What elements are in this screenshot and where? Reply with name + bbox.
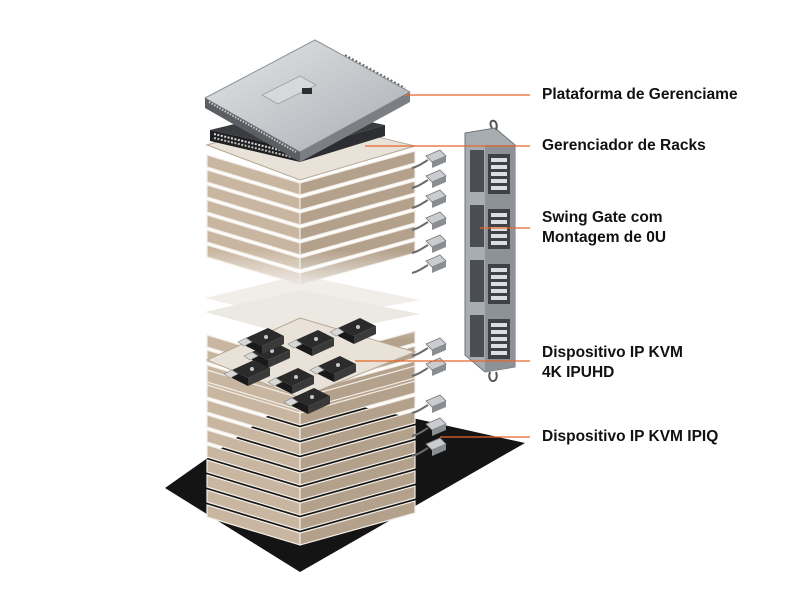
fade-stripes — [205, 275, 420, 338]
gate-port-block — [470, 260, 510, 304]
kvm-box — [287, 330, 334, 356]
rack-slab — [206, 195, 416, 241]
rack-slab — [206, 410, 416, 456]
rack-slab — [206, 455, 416, 501]
rack-slab — [206, 470, 416, 516]
dongle-connector — [411, 234, 447, 254]
kvm-box — [329, 318, 376, 344]
callout-rack-manager-text: Gerenciador de Racks — [542, 137, 706, 154]
rack-slab — [206, 440, 416, 486]
rack-slab — [206, 425, 416, 471]
callout-ip-kvm-4k: Dispositivo IP KVM 4K IPUHD — [542, 343, 683, 383]
dongle-connector — [411, 169, 447, 189]
callout-management-platform: Plataforma de Gerenciame — [542, 85, 738, 105]
kvm-box — [243, 342, 290, 368]
callout-swing-gate: Swing Gate com Montagem de 0U — [542, 208, 666, 248]
rack-slab — [206, 395, 416, 441]
dongle-connector — [411, 337, 447, 357]
kvm-box — [267, 368, 314, 394]
dongle-connector — [411, 189, 447, 209]
dongle-connector — [411, 254, 447, 274]
kvm-box — [309, 356, 356, 382]
callout-ip-kvm-ipiq: Dispositivo IP KVM IPIQ — [542, 427, 718, 447]
rack-slab — [206, 150, 416, 196]
rack-slab — [206, 165, 416, 211]
rack-slab — [206, 485, 416, 531]
callout-rack-manager: Gerenciador de Racks — [542, 136, 706, 156]
callout-management-platform-text: Plataforma de Gerenciame — [542, 86, 738, 103]
gate-port-block — [470, 315, 510, 359]
kvm-4k-devices — [223, 318, 376, 414]
callout-swing-gate-line2: Montagem de 0U — [542, 229, 667, 246]
rack-slab — [206, 500, 416, 546]
leader-lines — [355, 94, 530, 438]
swing-gate-panel — [464, 119, 516, 382]
dongle-connector — [411, 149, 447, 169]
gate-port-block — [470, 150, 510, 194]
gate-port-block — [470, 205, 510, 249]
kvm-box — [283, 388, 330, 414]
dongle-connector — [411, 211, 447, 231]
callout-swing-gate-line1: Swing Gate com — [542, 209, 663, 226]
rack-slab — [206, 180, 416, 226]
rack-slab — [206, 380, 416, 426]
management-platform-device — [203, 39, 412, 162]
dongle-connector — [411, 394, 447, 414]
kvm-box — [237, 328, 284, 354]
kvm-box — [223, 360, 270, 386]
callout-ip-kvm-ipiq-text: Dispositivo IP KVM IPIQ — [542, 428, 719, 445]
callout-ip-kvm-4k-line2: 4K IPUHD — [542, 364, 615, 381]
dongle-connector — [411, 417, 447, 437]
callout-ip-kvm-4k-line1: Dispositivo IP KVM — [542, 344, 683, 361]
dongle-connector — [411, 437, 447, 457]
